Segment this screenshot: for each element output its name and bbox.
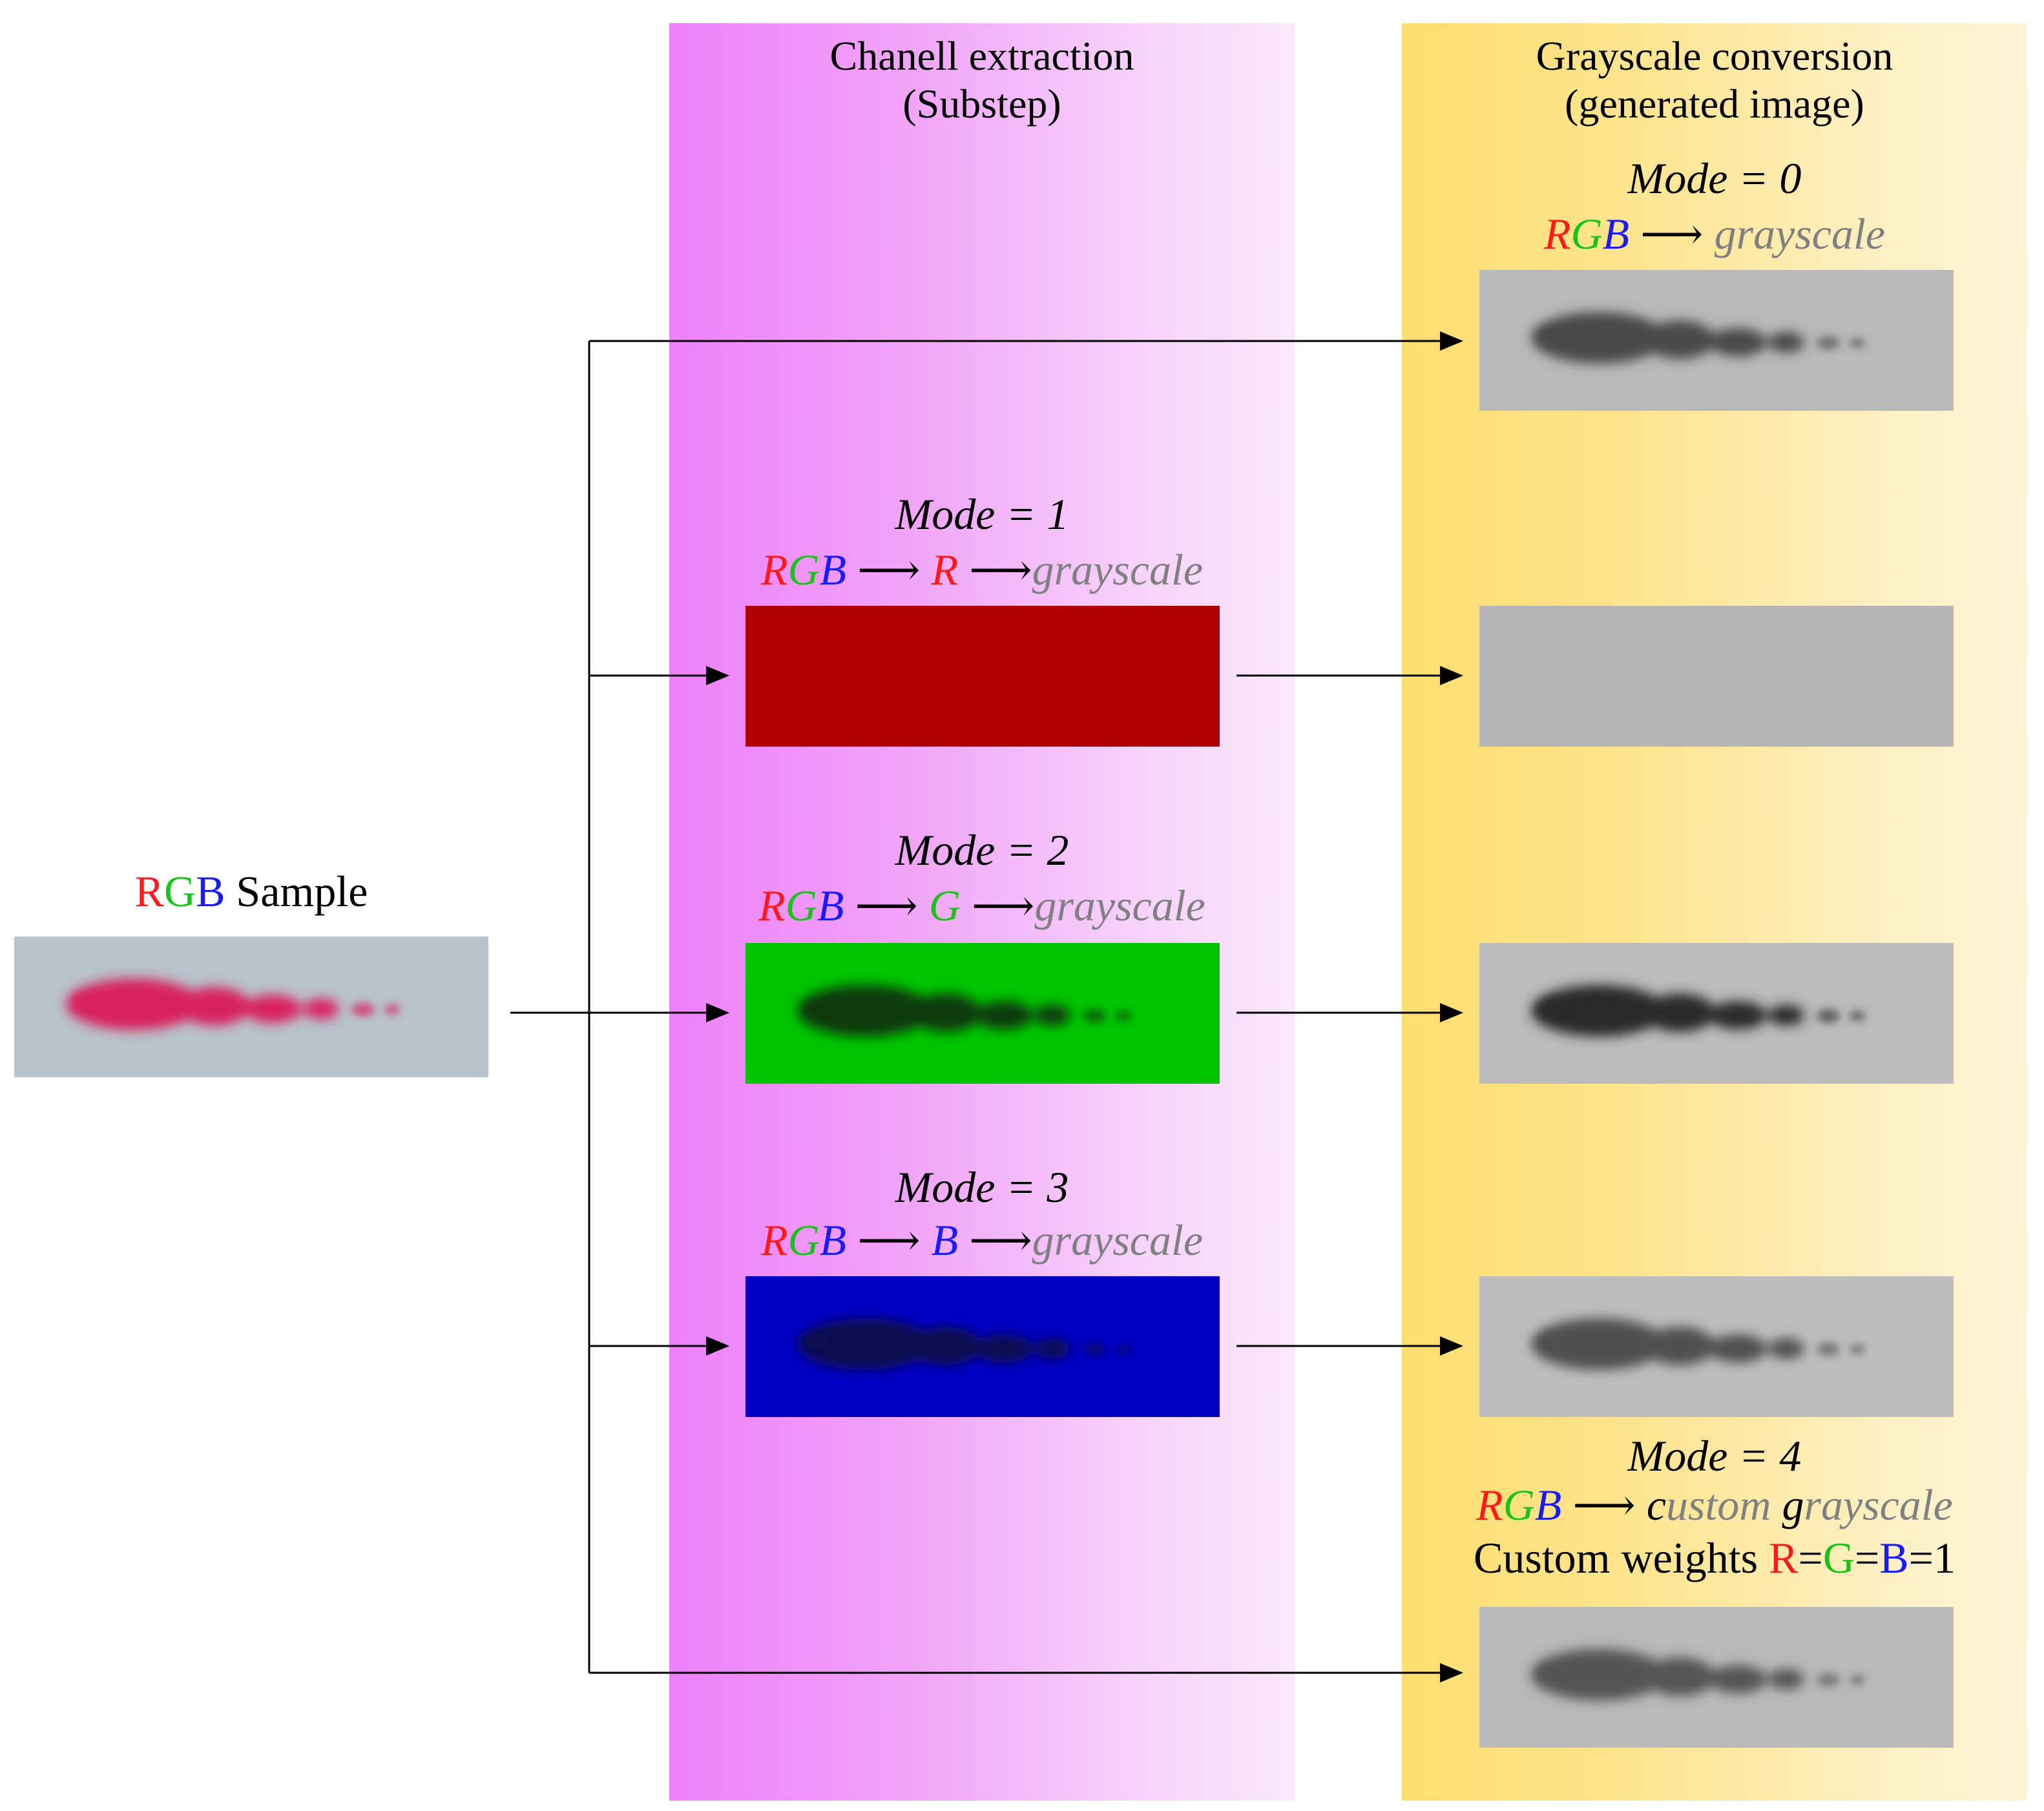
m4-custom-rest: ustom bbox=[1666, 1480, 1782, 1529]
weights-b: B bbox=[1879, 1533, 1909, 1582]
sample-text: Sample bbox=[236, 867, 368, 916]
m3-grayscale: grayscale bbox=[1032, 1216, 1204, 1265]
m4-g-letter: g bbox=[1782, 1480, 1804, 1529]
grayscale-mode1-image bbox=[1479, 606, 1954, 747]
mode0-formula: RGB ⟶ grayscale bbox=[1402, 208, 2027, 260]
weights-text: Custom weights bbox=[1473, 1533, 1769, 1582]
grayscale-mode4-image bbox=[1479, 1607, 1954, 1748]
m2-grayscale: grayscale bbox=[1034, 881, 1205, 930]
rgb-sample-image bbox=[14, 937, 488, 1077]
arrow-icon: ⟶ bbox=[855, 881, 918, 930]
gray-panel-subtitle: (generated image) bbox=[1565, 81, 1864, 127]
green-channel-image bbox=[746, 943, 1220, 1084]
m4-r: R bbox=[1476, 1480, 1503, 1529]
mode4-weights: Custom weights R=G=B=1 bbox=[1402, 1532, 2027, 1584]
mode4-formula: RGB ⟶ custom grayscale bbox=[1402, 1479, 2027, 1531]
mode1-label: Mode = 1 bbox=[895, 490, 1069, 539]
mode1-formula: RGB ⟶ R ⟶grayscale bbox=[669, 544, 1295, 595]
arrow-icon: ⟶ bbox=[857, 1216, 921, 1265]
m2-r: R bbox=[758, 881, 786, 930]
weights-r: R bbox=[1769, 1533, 1799, 1582]
m0-g: G bbox=[1570, 209, 1603, 258]
arrow-icon: ⟶ bbox=[1640, 209, 1704, 258]
gray-panel-title: Grayscale conversion bbox=[1536, 33, 1893, 79]
grayscale-mode0-image bbox=[1479, 270, 1954, 411]
mode3-label: Mode = 3 bbox=[895, 1163, 1069, 1212]
mode0-label: Mode = 0 bbox=[1627, 154, 1802, 203]
mode2-formula: RGB ⟶ G ⟶grayscale bbox=[669, 880, 1295, 931]
sample-r-letter: R bbox=[134, 867, 164, 916]
arrow-icon: ⟶ bbox=[1572, 1480, 1636, 1529]
blue-channel-image bbox=[746, 1276, 1220, 1417]
sample-g-letter: G bbox=[163, 867, 196, 916]
gray3-graphic bbox=[1479, 1276, 1954, 1417]
channel-extraction-panel: Chanell extraction (Substep) bbox=[669, 23, 1295, 1801]
red-channel-image bbox=[746, 606, 1220, 747]
rgb-sample-label: RGB Sample bbox=[14, 865, 488, 917]
blue-channel-graphic bbox=[746, 1276, 1220, 1417]
red-channel-graphic bbox=[746, 606, 1220, 747]
gray2-graphic bbox=[1479, 943, 1954, 1084]
eq-2: = bbox=[1854, 1533, 1880, 1582]
m2-channel: G bbox=[928, 881, 961, 930]
weights-value: 1 bbox=[1934, 1533, 1956, 1582]
m3-b: B bbox=[819, 1216, 847, 1265]
m4-rayscale: rayscale bbox=[1804, 1480, 1953, 1529]
green-channel-graphic bbox=[746, 943, 1220, 1084]
sample-b-letter: B bbox=[196, 867, 225, 916]
m3-channel: B bbox=[931, 1216, 959, 1265]
m0-grayscale: grayscale bbox=[1714, 209, 1886, 258]
gray0-graphic bbox=[1479, 270, 1954, 411]
arrow-icon: ⟶ bbox=[969, 545, 1032, 594]
mode2-label: Mode = 2 bbox=[895, 825, 1069, 874]
channel-panel-title: Chanell extraction bbox=[829, 33, 1134, 79]
m3-g: G bbox=[787, 1216, 820, 1265]
arrow-icon: ⟶ bbox=[857, 545, 921, 594]
m4-g: G bbox=[1503, 1480, 1535, 1529]
sample-blob-graphic bbox=[14, 937, 488, 1077]
m3-r: R bbox=[760, 1216, 788, 1265]
m0-b: B bbox=[1602, 209, 1630, 258]
mode4-label: Mode = 4 bbox=[1627, 1431, 1802, 1480]
m4-custom-c: c bbox=[1646, 1480, 1667, 1529]
m1-r: R bbox=[760, 545, 788, 594]
m1-grayscale: grayscale bbox=[1032, 545, 1204, 594]
m2-b: B bbox=[817, 881, 844, 930]
m1-b: B bbox=[819, 545, 847, 594]
grayscale-mode2-image bbox=[1479, 943, 1954, 1084]
m4-b: B bbox=[1534, 1480, 1562, 1529]
channel-panel-subtitle: (Substep) bbox=[902, 81, 1061, 127]
eq-1: = bbox=[1798, 1533, 1823, 1582]
weights-g: G bbox=[1822, 1533, 1855, 1582]
mode3-formula: RGB ⟶ B ⟶grayscale bbox=[669, 1214, 1295, 1266]
grayscale-mode3-image bbox=[1479, 1276, 1954, 1417]
arrow-icon: ⟶ bbox=[971, 881, 1035, 930]
eq-3: = bbox=[1908, 1533, 1934, 1582]
gray4-graphic bbox=[1479, 1607, 1954, 1748]
m2-g: G bbox=[785, 881, 817, 930]
m0-r: R bbox=[1543, 209, 1571, 258]
gray1-graphic bbox=[1479, 606, 1954, 747]
arrow-icon: ⟶ bbox=[969, 1216, 1032, 1265]
m1-channel: R bbox=[931, 545, 959, 594]
m1-g: G bbox=[787, 545, 820, 594]
